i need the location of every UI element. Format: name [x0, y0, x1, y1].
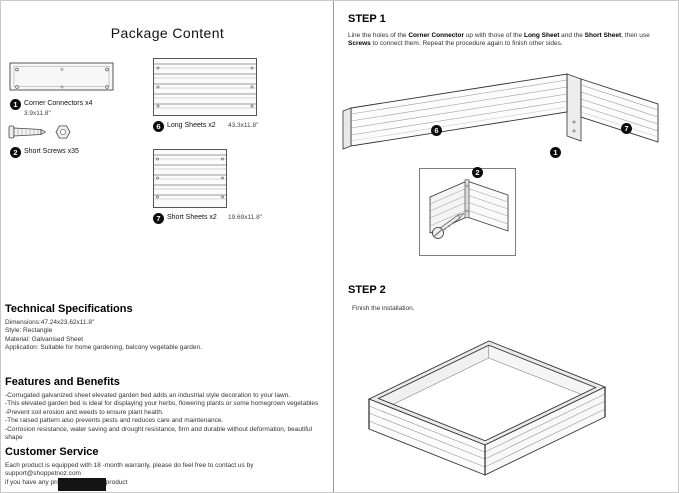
customer-service-text: Each product is equipped with 18 -month …	[5, 462, 329, 487]
step1-bold-short-sheet: Short Sheet	[584, 32, 622, 39]
step1-title: STEP 1	[348, 13, 386, 25]
tech-spec-line: Material: Galvanised Sheet	[5, 335, 84, 343]
feature-line: -Corrosion resistance, water saving and …	[5, 425, 313, 442]
package-content-title: Package Content	[110, 25, 225, 41]
step1-assembly-illustration	[337, 56, 677, 166]
part-7-label: Short Sheets x2	[167, 214, 217, 221]
step1-bold-connector: Corner Connector	[408, 32, 464, 39]
part-7-size: 19.69x11.8"	[228, 214, 262, 221]
step1-bold-long-sheet: Long Sheet	[523, 32, 560, 39]
part-6-badge: 6	[153, 121, 164, 132]
part-1-badge: 1	[10, 99, 21, 110]
long-sheet-illustration	[151, 56, 259, 118]
step1-callout-short-sheet: 7	[621, 123, 632, 134]
part-6-label: Long Sheets x2	[167, 122, 216, 129]
features-title: Features and Benefits	[5, 376, 120, 388]
corner-connector-illustration	[7, 56, 117, 98]
feature-line: -This elevated garden bed is ideal for d…	[5, 400, 319, 408]
brand-logo-block	[58, 478, 106, 491]
step1-callout-connector: 1	[550, 147, 561, 158]
part-1-size: 3.9x11.8"	[24, 110, 51, 117]
tech-spec-line: Dimensions:47.24x23.62x11.8"	[5, 319, 95, 326]
screw-icon	[6, 119, 91, 145]
feature-line: -Corrugated galvanized sheet elevated ga…	[5, 392, 291, 399]
part-2-label: Short Screws x35	[24, 148, 79, 155]
step1-text: up with those of the	[463, 32, 524, 39]
part-7-badge: 7	[153, 213, 164, 224]
column-divider	[333, 1, 334, 492]
step1-bold-screws: Screws	[348, 40, 371, 48]
screw-detail-inset	[419, 168, 516, 256]
tech-spec-line: Style: Rectangle	[5, 327, 53, 335]
customer-service-line: Each product is equipped with 18 -month …	[5, 462, 254, 478]
step2-instruction: Finish the installation.	[352, 305, 415, 312]
part-1-label: Corner Connectors x4	[24, 100, 93, 107]
step1-instruction: Line the holes of the Corner Connector u…	[348, 32, 670, 49]
customer-service-title: Customer Service	[5, 446, 99, 458]
step2-title: STEP 2	[348, 284, 386, 296]
step2-assembled-bed-illustration	[353, 321, 618, 479]
step1-text: , then use	[621, 32, 650, 39]
tech-specs-list: Dimensions:47.24x23.62x11.8" Style: Rect…	[5, 319, 325, 353]
step1-text: to connect them. Repeat the procedure ag…	[370, 40, 563, 48]
features-list: -Corrugated galvanized sheet elevated ga…	[5, 392, 329, 442]
step1-text: and the	[559, 32, 585, 39]
feature-line: -Prevent soil erosion and weeds to ensur…	[5, 408, 164, 416]
part-6-size: 43.3x11.8"	[228, 122, 259, 129]
part-2-badge: 2	[10, 147, 21, 158]
tech-spec-line: Application: Suitable for home gardening…	[5, 344, 202, 352]
customer-service-line: if you have any problem about this produ…	[5, 478, 128, 486]
step1-callout-screw: 2	[472, 167, 483, 178]
short-sheet-illustration	[151, 147, 231, 211]
step1-callout-long-sheet: 6	[431, 125, 442, 136]
step1-text: Line the holes of the	[348, 32, 409, 39]
tech-specs-title: Technical Specifications	[5, 303, 133, 315]
feature-line: -The raised pattern also prevents pests …	[5, 417, 224, 425]
